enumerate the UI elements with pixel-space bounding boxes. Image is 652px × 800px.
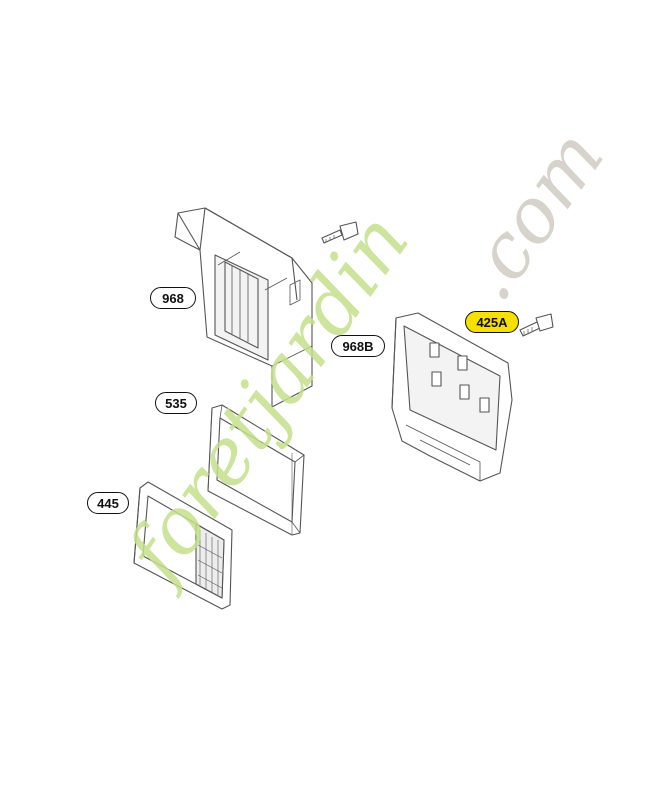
label-535[interactable]: 535: [155, 392, 197, 414]
label-445[interactable]: 445: [87, 492, 129, 514]
label-968[interactable]: 968: [150, 287, 196, 309]
label-425a[interactable]: 425A: [465, 311, 519, 333]
screw-425a: [519, 313, 554, 337]
label-968b[interactable]: 968B: [331, 335, 385, 357]
part-968-housing-cover: [174, 207, 313, 408]
part-445-filter-element: [133, 481, 233, 610]
bolt-top: [321, 221, 359, 244]
part-535-pre-filter: [207, 404, 305, 536]
part-968b-base-plate: [391, 312, 513, 482]
